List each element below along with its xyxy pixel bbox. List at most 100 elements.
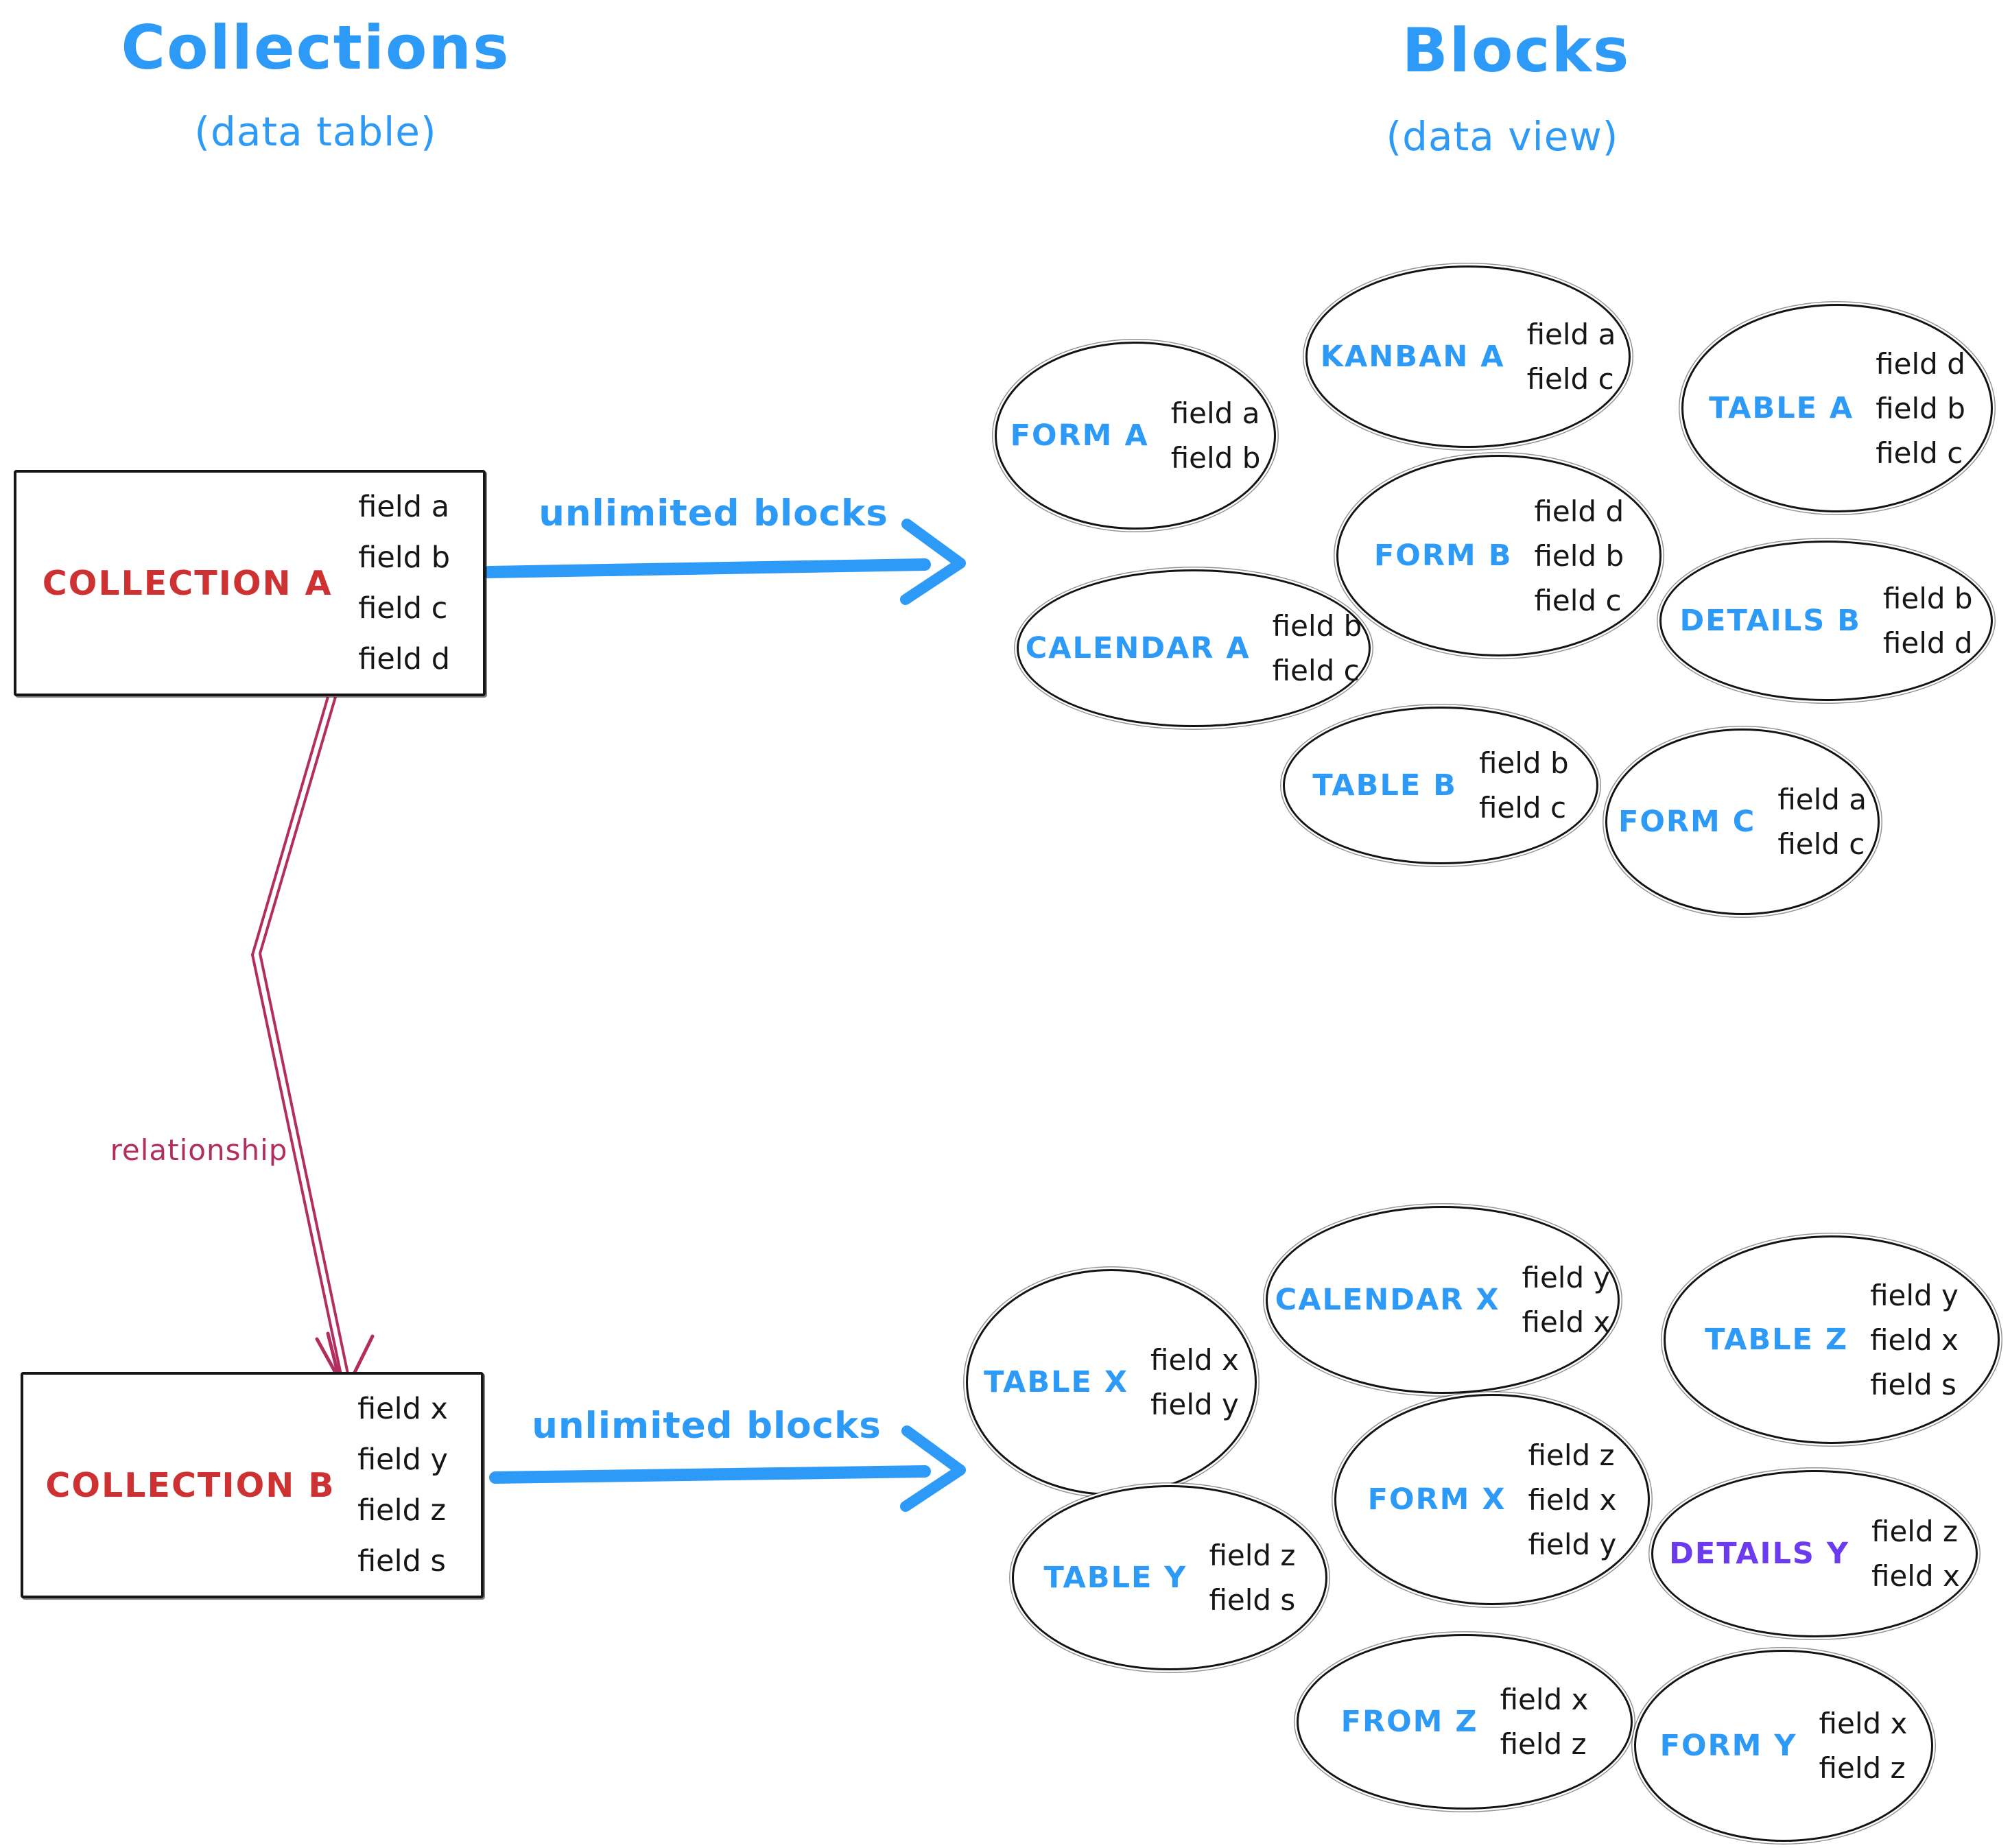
block-label: TABLE A xyxy=(1709,391,1854,425)
block-field: field a xyxy=(1777,783,1867,816)
block-fields: field a field b xyxy=(1171,396,1261,475)
block-label: TABLE X xyxy=(984,1365,1129,1399)
block-field: field z xyxy=(1528,1438,1615,1472)
unlimited-blocks-label-top: unlimited blocks xyxy=(539,493,888,534)
block-field: field y xyxy=(1528,1527,1617,1561)
block-field: field s xyxy=(1209,1583,1296,1617)
block-label: TABLE Z xyxy=(1705,1323,1849,1357)
block-field: field c xyxy=(1534,583,1622,617)
collection-b-fields: field x field y field z field s xyxy=(357,1392,481,1578)
block-field: field b xyxy=(1272,609,1362,643)
block-kanban-a: KANBAN A field a field c xyxy=(1305,265,1631,448)
block-field: field x xyxy=(1528,1482,1617,1517)
block-table-y: TABLE Y field z field s xyxy=(1012,1485,1327,1670)
block-field: field x xyxy=(1500,1683,1589,1716)
blocks-subtitle: (data view) xyxy=(1386,113,1619,160)
block-field: field c xyxy=(1876,436,1963,470)
collection-field: field a xyxy=(358,490,450,524)
collections-subtitle: (data table) xyxy=(194,108,437,155)
block-calendar-a: CALENDAR A field b field c xyxy=(1017,569,1371,727)
block-table-z: TABLE Z field y field x field s xyxy=(1664,1235,2000,1444)
block-field: field b xyxy=(1534,538,1624,573)
unlimited-blocks-label-bottom: unlimited blocks xyxy=(532,1405,882,1447)
block-field: field a xyxy=(1170,396,1260,430)
block-field: field x xyxy=(1522,1305,1611,1339)
block-fields: field a field c xyxy=(1527,318,1616,396)
block-field: field s xyxy=(1870,1367,1956,1401)
block-fields: field z field x xyxy=(1871,1515,1960,1593)
collections-title: Collections xyxy=(121,12,510,83)
block-field: field y xyxy=(1150,1388,1239,1421)
collection-field: field x xyxy=(357,1392,448,1426)
block-field: field b xyxy=(1478,746,1569,780)
block-field: field a xyxy=(1526,318,1616,351)
block-field: field y xyxy=(1522,1261,1611,1294)
collection-field: field y xyxy=(357,1443,448,1477)
block-label: CALENDAR X xyxy=(1275,1283,1500,1317)
block-from-z: FROM Z field x field z xyxy=(1297,1634,1633,1810)
collection-b-box: COLLECTION B field x field y field z fie… xyxy=(21,1372,484,1598)
collection-a-name: COLLECTION A xyxy=(42,563,333,603)
block-field: field d xyxy=(1876,346,1965,381)
block-fields: field y field x field s xyxy=(1870,1279,1959,1401)
block-field: field b xyxy=(1170,441,1261,475)
block-table-x: TABLE X field x field y xyxy=(966,1269,1257,1495)
block-fields: field y field x xyxy=(1522,1261,1610,1339)
collection-field: field c xyxy=(358,591,448,626)
unlimited-blocks-arrow-top xyxy=(482,519,966,605)
block-label: DETAILS B xyxy=(1679,604,1861,638)
collection-b-name: COLLECTION B xyxy=(45,1465,335,1505)
block-label: FORM A xyxy=(1010,418,1149,453)
block-field: field y xyxy=(1870,1278,1959,1312)
block-field: field z xyxy=(1819,1751,1906,1785)
block-field: field z xyxy=(1209,1539,1296,1572)
block-fields: field x field z xyxy=(1819,1707,1908,1785)
block-label: DETAILS Y xyxy=(1669,1537,1849,1571)
blocks-title: Blocks xyxy=(1402,15,1631,86)
block-label: FROM Z xyxy=(1340,1705,1478,1739)
block-field: field z xyxy=(1500,1727,1587,1761)
block-label: KANBAN A xyxy=(1320,340,1505,374)
block-form-x: FORM X field z field x field y xyxy=(1334,1394,1650,1605)
block-label: FORM B xyxy=(1373,538,1513,573)
block-field: field c xyxy=(1777,827,1865,861)
collection-field: field b xyxy=(358,541,450,575)
block-field: field x xyxy=(1819,1707,1908,1740)
block-field: field x xyxy=(1871,1559,1960,1593)
block-form-y: FORM Y field x field z xyxy=(1634,1650,1933,1842)
block-fields: field z field s xyxy=(1209,1539,1295,1617)
block-calendar-x: CALENDAR X field y field x xyxy=(1266,1206,1620,1394)
block-fields: field d field b field c xyxy=(1534,495,1624,617)
block-table-a: TABLE A field d field b field c xyxy=(1681,304,1993,512)
collection-field: field z xyxy=(357,1493,447,1528)
block-field: field b xyxy=(1876,391,1965,425)
collection-a-box: COLLECTION A field a field b field c fie… xyxy=(14,470,486,696)
relationship-label: relationship xyxy=(110,1133,288,1167)
block-form-a: FORM A field a field b xyxy=(995,342,1276,530)
collection-field: field d xyxy=(358,642,450,676)
block-form-b: FORM B field d field b field c xyxy=(1336,455,1662,656)
block-label: FORM Y xyxy=(1659,1729,1797,1763)
block-fields: field a field c xyxy=(1777,783,1867,861)
block-fields: field b field c xyxy=(1479,746,1569,825)
block-field: field x xyxy=(1150,1343,1239,1377)
block-form-c: FORM C field a field c xyxy=(1605,728,1880,915)
block-field: field c xyxy=(1272,654,1360,687)
block-fields: field d field b field c xyxy=(1876,347,1965,470)
block-label: TABLE Y xyxy=(1043,1561,1187,1595)
block-field: field c xyxy=(1526,362,1614,396)
block-field: field c xyxy=(1478,791,1567,825)
block-fields: field x field y xyxy=(1150,1343,1239,1421)
block-fields: field b field d xyxy=(1883,582,1973,660)
block-fields: field z field x field y xyxy=(1528,1438,1617,1561)
block-label: CALENDAR A xyxy=(1025,631,1251,665)
block-fields: field x field z xyxy=(1500,1683,1589,1761)
block-label: TABLE B xyxy=(1312,768,1457,803)
block-fields: field b field c xyxy=(1273,609,1362,687)
block-field: field b xyxy=(1882,582,1973,615)
block-details-b: DETAILS B field b field d xyxy=(1659,541,1993,701)
collection-field: field s xyxy=(357,1544,446,1578)
block-field: field d xyxy=(1534,494,1624,528)
collection-a-fields: field a field b field c field d xyxy=(358,490,483,676)
